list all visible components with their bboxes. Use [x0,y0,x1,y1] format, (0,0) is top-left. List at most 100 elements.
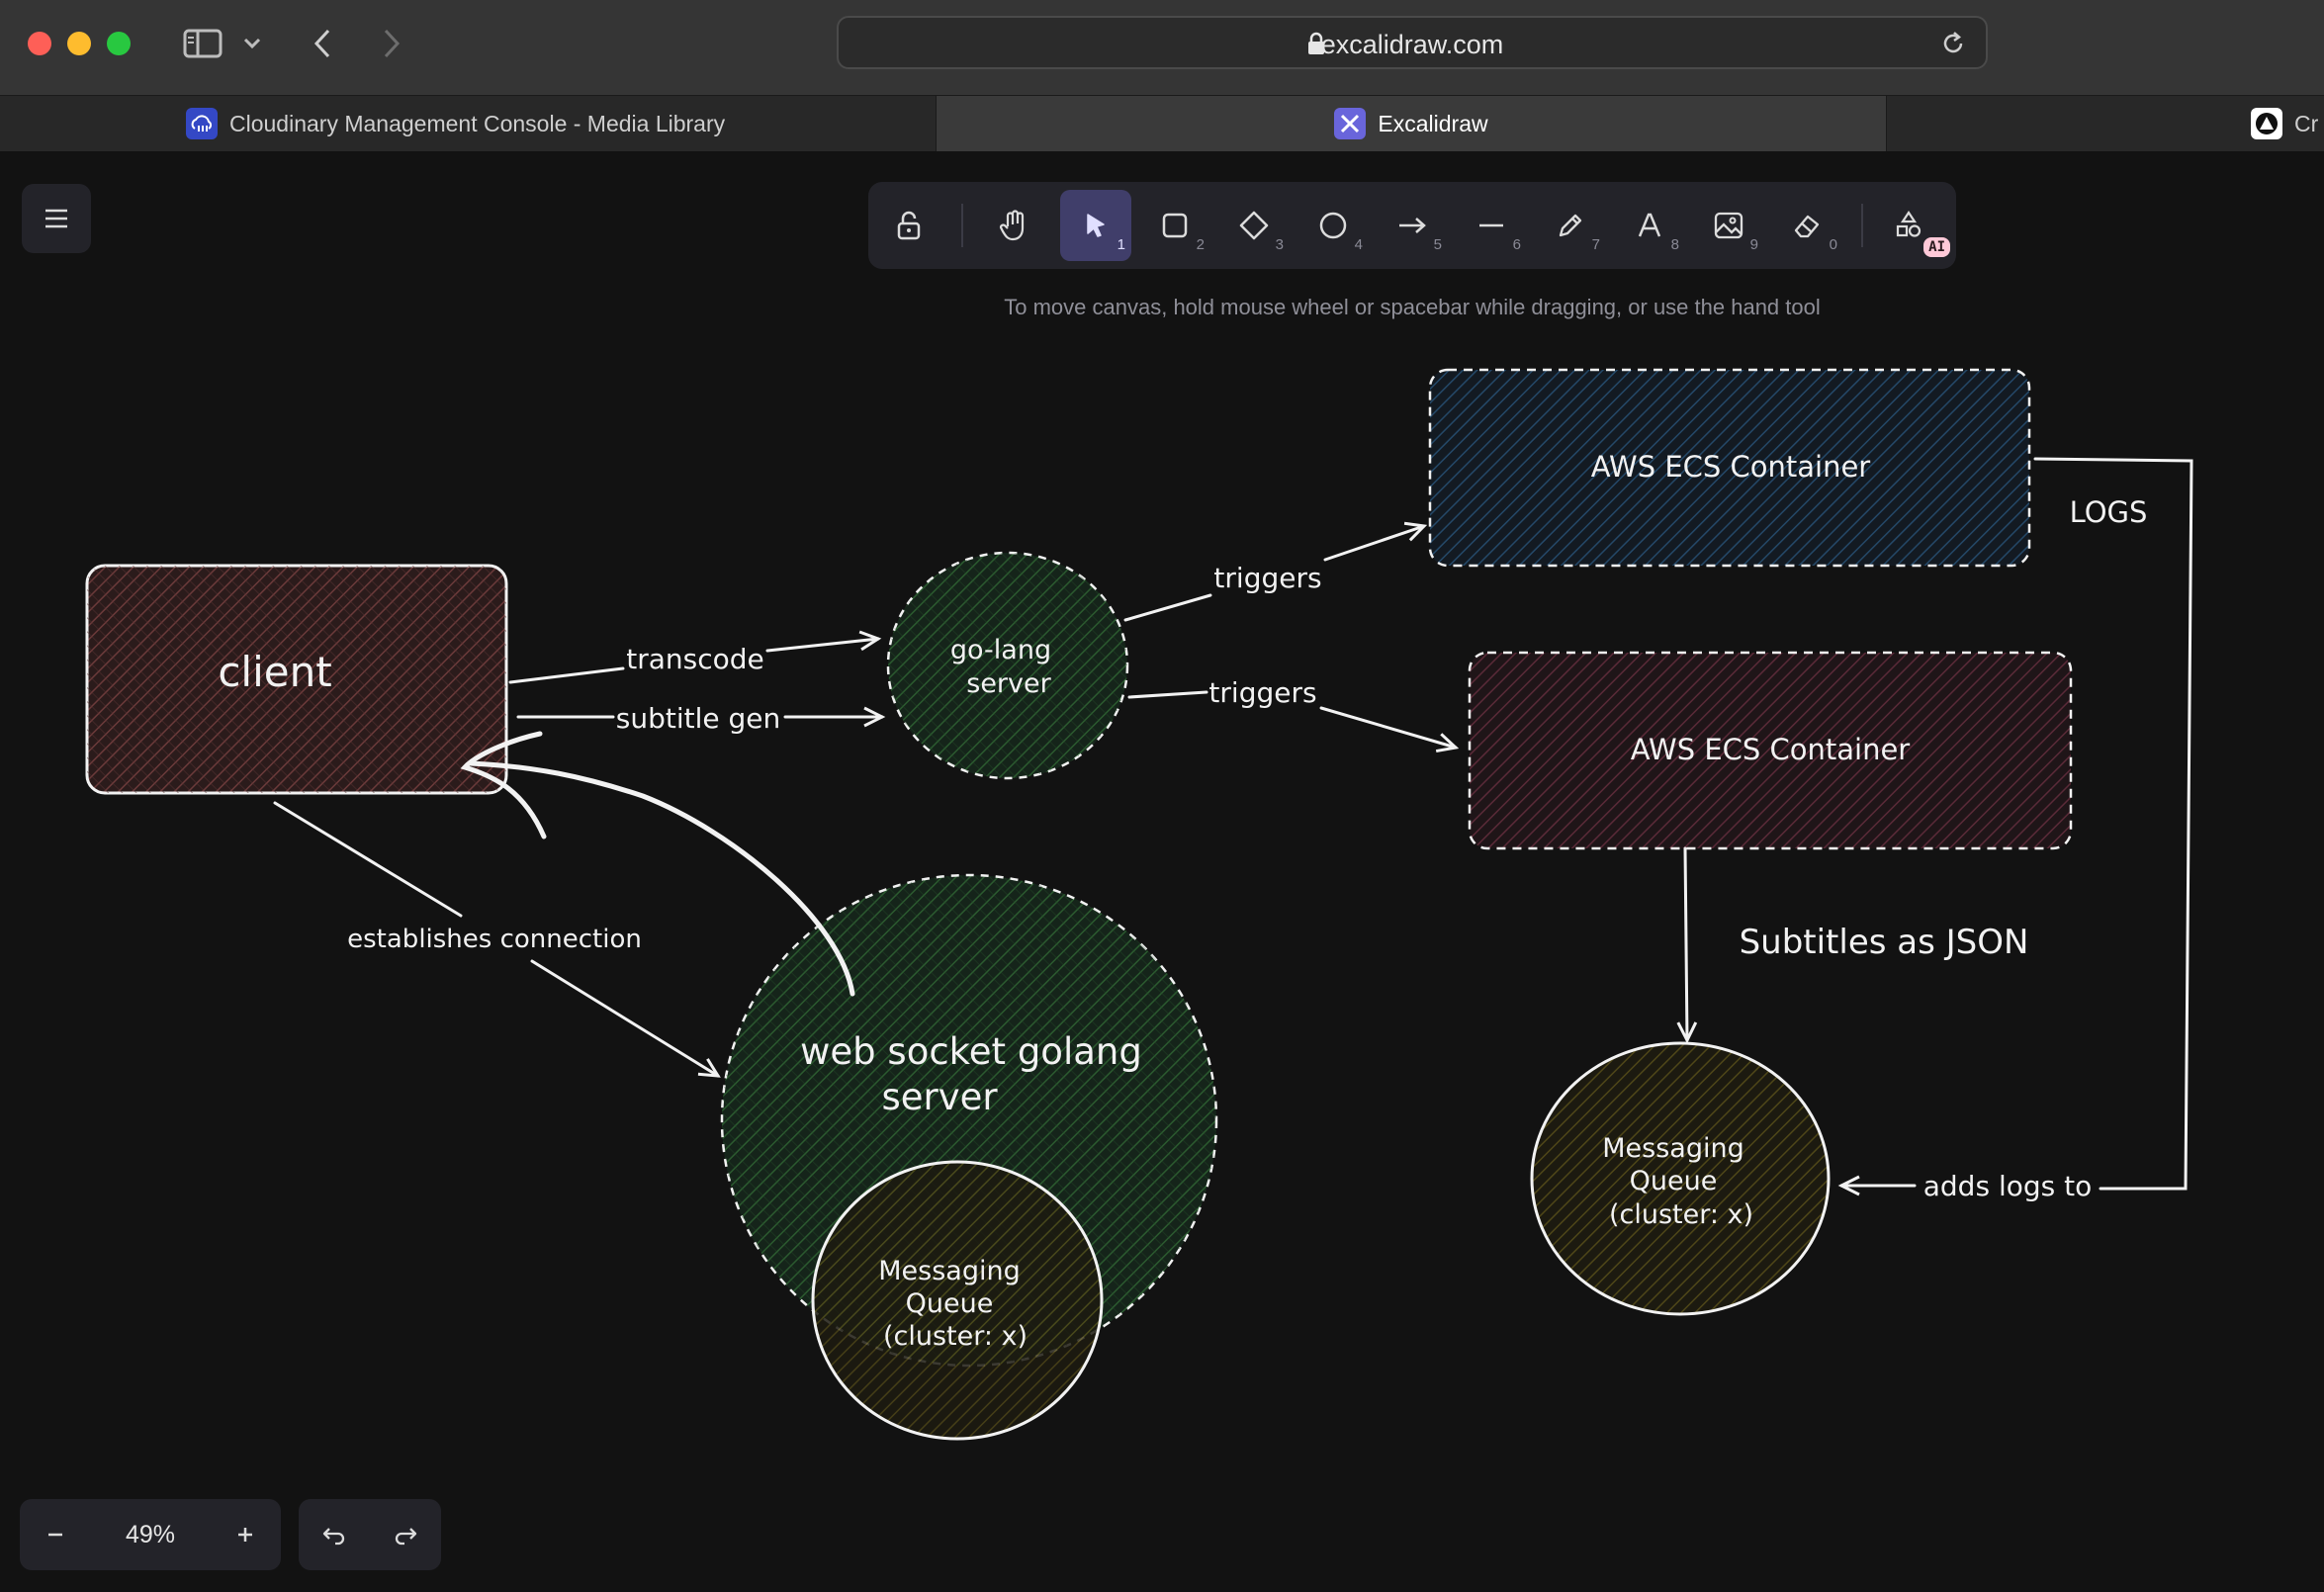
mq-right-line3: (cluster: x) [1609,1199,1753,1230]
tab-label: Excalidraw [1378,110,1488,136]
ecs-container-top[interactable]: AWS ECS Container [1428,368,2031,568]
toolbar-divider [961,204,963,247]
label-transcode: transcode [626,643,764,675]
transcode-arrow[interactable] [765,630,882,653]
tool-diamond[interactable]: 3 [1218,190,1290,261]
reload-icon[interactable] [1940,30,1966,61]
mq-left-line3: (cluster: x) [883,1321,1028,1352]
tab-cloudinary[interactable]: Cloudinary Management Console - Media Li… [186,96,938,151]
unlock-icon [897,211,921,240]
ecs-container-bottom[interactable]: AWS ECS Container [1468,651,2073,850]
sidebar-toggle-icon[interactable] [178,22,227,65]
hamburger-icon [45,209,67,228]
minimize-window-button[interactable] [67,32,91,55]
tool-more[interactable]: AI [1873,190,1950,261]
tab-label: Cloudinary Management Console - Media Li… [229,110,726,136]
tab-excalidraw[interactable]: Excalidraw [936,96,1887,151]
tool-image[interactable]: 9 [1693,190,1764,261]
label-logs: LOGS [2070,495,2148,529]
shapes-library-icon [1896,211,1922,237]
tool-selection[interactable]: 1 [1060,190,1131,261]
establishes-arrow-tail[interactable] [273,801,463,918]
zoom-level[interactable]: 49% [125,1521,176,1548]
triggers-bottom-arrow[interactable] [1319,706,1460,753]
arrow-icon [1399,218,1426,233]
rectangle-icon [1162,213,1188,238]
tool-lock[interactable] [873,190,944,261]
undo-button[interactable] [299,1499,370,1570]
triggers-bottom-arrow-tail[interactable] [1127,690,1208,699]
image-icon [1714,212,1743,239]
golang-server-label-line2: server [966,668,1051,699]
text-icon [1638,213,1661,237]
tab-label: Cr [2294,110,2319,136]
transcode-arrow-tail[interactable] [508,666,625,684]
subtitles-json-arrow[interactable] [1676,846,1698,1044]
tool-line[interactable]: 6 [1456,190,1527,261]
client-label: client [218,648,331,696]
circle-icon [1319,212,1347,239]
main-menu-button[interactable] [22,184,91,253]
golang-server-circle[interactable]: go-lang server [886,551,1129,780]
client-box[interactable]: client [85,564,508,795]
tab-bar: Cloudinary Management Console - Media Li… [0,95,2324,151]
triggers-top-arrow[interactable] [1323,521,1428,562]
url-text: excalidraw.com [1320,30,1504,59]
minus-icon [48,1533,62,1537]
triangle-app-icon [2251,108,2282,139]
label-establishes-connection: establishes connection [347,925,642,954]
pencil-icon [1559,214,1582,237]
tool-rectangle[interactable]: 2 [1139,190,1210,261]
hand-icon [999,210,1025,241]
label-triggers-top: triggers [1213,562,1321,594]
mq-right-line2: Queue [1630,1166,1718,1196]
tool-text[interactable]: 8 [1614,190,1685,261]
shapes-toolbar: 1 2 3 4 5 6 7 8 9 0 AI [868,182,1956,269]
websocket-server-label-line2: server [881,1076,998,1118]
lock-icon [1307,32,1325,59]
ai-badge: AI [1923,237,1950,257]
maximize-window-button[interactable] [107,32,131,55]
logs-connector[interactable] [2033,457,2193,1191]
messaging-queue-left[interactable]: Messaging Queue (cluster: x) [811,1160,1104,1441]
plus-icon [238,1528,252,1542]
tool-arrow[interactable]: 5 [1377,190,1448,261]
messaging-queue-right[interactable]: Messaging Queue (cluster: x) [1530,1041,1831,1316]
mq-right-line1: Messaging [1602,1133,1743,1164]
browser-titlebar: excalidraw.com [0,0,2324,95]
cloudinary-icon [186,108,218,139]
tool-ellipse[interactable]: 4 [1297,190,1369,261]
label-subtitles-json: Subtitles as JSON [1740,923,2029,962]
tool-eraser[interactable]: 0 [1772,190,1843,261]
label-triggers-bottom: triggers [1208,676,1316,709]
canvas-hint-text: To move canvas, hold mouse wheel or spac… [1004,295,1821,319]
excalidraw-icon [1334,108,1367,139]
establishes-arrow[interactable] [530,959,721,1078]
zoom-in-button[interactable] [210,1499,281,1570]
label-adds-logs-to: adds logs to [1923,1170,2092,1202]
chevron-down-icon[interactable] [237,22,267,65]
zoom-out-button[interactable] [20,1499,91,1570]
websocket-to-client-arrow[interactable] [468,760,855,997]
line-icon [1479,223,1503,227]
tool-hand[interactable] [979,190,1050,261]
redo-button[interactable] [370,1499,441,1570]
tool-draw[interactable]: 7 [1535,190,1606,261]
ecs-top-label: AWS ECS Container [1591,450,1871,484]
diamond-icon [1239,211,1269,240]
label-subtitle-gen: subtitle gen [616,702,781,735]
redo-icon [395,1528,417,1546]
history-controls [299,1499,441,1570]
address-bar[interactable]: excalidraw.com [837,16,1988,69]
websocket-server-label-line1: web socket golang [800,1030,1142,1073]
forward-icon[interactable] [372,22,411,65]
tab-partial[interactable]: Cr [2251,96,2324,151]
mq-left-line1: Messaging [878,1256,1020,1286]
close-window-button[interactable] [28,32,51,55]
back-icon[interactable] [303,22,342,65]
pointer-icon [1087,214,1105,237]
triggers-top-arrow-tail[interactable] [1123,593,1212,622]
ecs-bottom-label: AWS ECS Container [1631,733,1911,766]
websocket-to-client-arrowhead[interactable] [460,731,547,840]
